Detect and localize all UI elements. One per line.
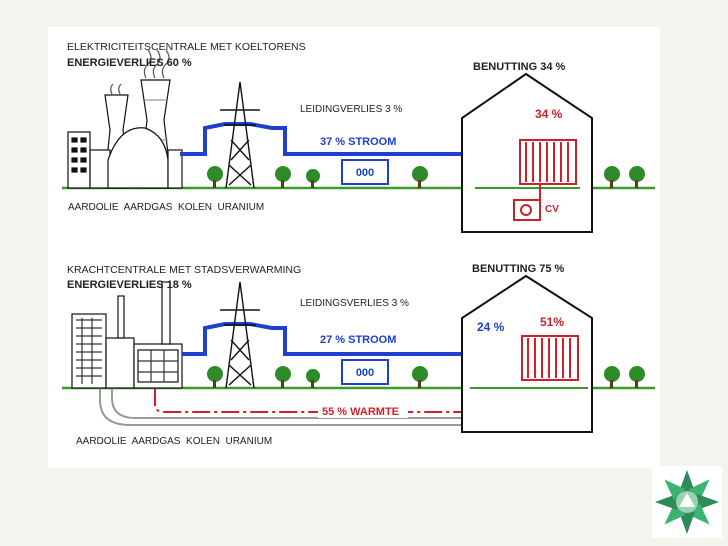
reactor-building-icon bbox=[67, 127, 183, 189]
top-power-line bbox=[180, 122, 470, 156]
top-fuels: AARDOLIE AARDGAS KOLEN URANIUM bbox=[68, 202, 264, 213]
top-utilization: BENUTTING 34 % bbox=[473, 61, 566, 73]
bottom-house-power-pct: 24 % bbox=[477, 320, 505, 334]
top-meter-icon: 000 bbox=[341, 159, 389, 185]
bottom-scenario: 000 KRACHTCENTRALE MET STADSVERWARMING E… bbox=[62, 263, 655, 447]
bottom-trees bbox=[207, 366, 645, 388]
top-cv-label: CV bbox=[545, 204, 559, 215]
bottom-title: KRACHTCENTRALE MET STADSVERWARMING bbox=[67, 264, 301, 276]
bottom-line-loss: LEIDINGSVERLIES 3 % bbox=[300, 298, 409, 309]
bottom-meter-readout: 000 bbox=[356, 367, 374, 379]
top-boiler-icon bbox=[513, 199, 541, 221]
bottom-power-label: 27 % STROOM bbox=[320, 334, 396, 346]
top-pylon-icon bbox=[220, 81, 260, 189]
top-energy-loss: ENERGIEVERLIES 60 % bbox=[67, 57, 192, 69]
bottom-heat-label: 55 % WARMTE bbox=[322, 406, 399, 418]
bottom-meter-icon: 000 bbox=[341, 359, 389, 385]
top-meter-readout: 000 bbox=[356, 167, 374, 179]
top-power-label: 37 % STROOM bbox=[320, 136, 396, 148]
bottom-pylon-icon bbox=[220, 281, 260, 389]
bottom-power-line bbox=[182, 322, 470, 356]
bottom-radiator-icon bbox=[521, 335, 579, 381]
heat-label-bg bbox=[318, 404, 408, 418]
bottom-fuels: AARDOLIE AARDGAS KOLEN URANIUM bbox=[76, 436, 272, 447]
chp-plant-icon bbox=[71, 281, 183, 389]
bottom-house-heat-pct: 51% bbox=[540, 315, 564, 329]
star-logo bbox=[652, 466, 722, 538]
bottom-utilization: BENUTTING 75 % bbox=[472, 263, 565, 275]
top-scenario: 000 bbox=[62, 41, 655, 233]
top-trees bbox=[207, 166, 645, 188]
top-house-pct: 34 % bbox=[535, 107, 563, 121]
top-radiator-icon bbox=[519, 139, 577, 200]
bottom-energy-loss: ENERGIEVERLIES 18 % bbox=[67, 279, 192, 291]
top-title: ELEKTRICITEITSCENTRALE MET KOELTORENS bbox=[67, 41, 306, 53]
top-line-loss: LEIDINGVERLIES 3 % bbox=[300, 104, 402, 115]
star-logo-icon bbox=[655, 470, 719, 534]
